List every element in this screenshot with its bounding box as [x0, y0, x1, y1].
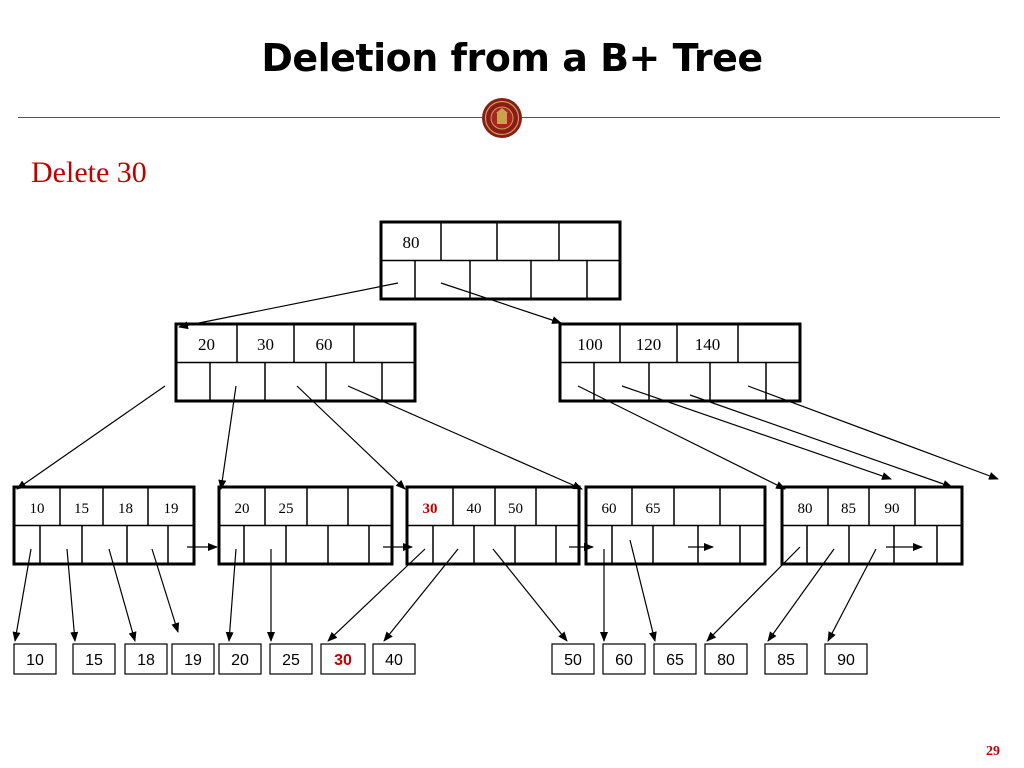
- node-key: 90: [885, 501, 900, 517]
- slide-subtitle: Delete 30: [31, 156, 147, 189]
- data-record: 10: [13, 643, 57, 675]
- data-record: 19: [171, 643, 215, 675]
- pointer-arrow: [66, 548, 79, 642]
- node-key: 19: [164, 501, 179, 517]
- record-box: [269, 643, 313, 675]
- record-box: [372, 643, 416, 675]
- data-record: 30: [320, 643, 366, 675]
- pointer-arrow: [747, 385, 999, 480]
- record-box: [704, 643, 748, 675]
- node-key: 18: [118, 501, 133, 517]
- record-value: 19: [184, 652, 202, 669]
- record-box: [218, 643, 262, 675]
- internal-node-2: 100 120 140: [558, 322, 802, 403]
- slide-title: Deletion from a B+ Tree: [261, 36, 763, 80]
- node-key: 20: [235, 501, 250, 517]
- pointer-arrow: [218, 385, 237, 490]
- data-record: 25: [269, 643, 313, 675]
- node-key: 60: [602, 501, 617, 517]
- record-value: 50: [564, 652, 582, 669]
- record-box: [320, 643, 366, 675]
- record-value: 90: [837, 652, 855, 669]
- record-value: 65: [666, 652, 684, 669]
- record-box: [602, 643, 646, 675]
- pointer-arrow: [383, 548, 459, 642]
- record-value: 20: [231, 652, 249, 669]
- pointer-arrow: [178, 282, 399, 330]
- data-record: 65: [653, 643, 697, 675]
- data-record: 50: [551, 643, 595, 675]
- record-box: [551, 643, 595, 675]
- record-box: [824, 643, 868, 675]
- data-record: 40: [372, 643, 416, 675]
- leaf-node-1: 10 15 18 19: [12, 485, 196, 566]
- record-value: 85: [777, 652, 795, 669]
- data-record: 60: [602, 643, 646, 675]
- pointer-arrow: [492, 548, 568, 642]
- node-key: 50: [508, 501, 523, 517]
- node-key: 65: [646, 501, 661, 517]
- record-box: [653, 643, 697, 675]
- pointer-arrow: [225, 548, 237, 642]
- node-key: 100: [577, 335, 603, 354]
- record-box: [124, 643, 168, 675]
- pointer-arrow: [151, 548, 180, 633]
- pointer-arrow: [296, 385, 406, 490]
- pointer-arrow: [767, 548, 835, 642]
- record-value: 40: [385, 652, 403, 669]
- record-box: [171, 643, 215, 675]
- record-box: [13, 643, 57, 675]
- root-node: 80: [379, 220, 622, 301]
- record-value: 25: [282, 652, 300, 669]
- university-seal-icon: [482, 98, 522, 138]
- record-value: 30: [334, 652, 352, 669]
- record-box: [72, 643, 116, 675]
- pointer-arrow: [577, 385, 786, 490]
- node-key: 40: [467, 501, 482, 517]
- record-value: 18: [137, 652, 155, 669]
- pointer-arrow: [621, 385, 892, 480]
- node-key: 30: [257, 335, 274, 354]
- node-key: 80: [798, 501, 813, 517]
- node-key: 20: [198, 335, 215, 354]
- node-key: 30: [423, 501, 438, 517]
- record-value: 80: [717, 652, 735, 669]
- leaf-node-3: 30 40 50: [405, 485, 581, 566]
- node-key: 120: [636, 335, 662, 354]
- internal-node-1: 20 30 60: [174, 322, 417, 403]
- pointer-arrow: [706, 546, 801, 642]
- pointer-arrow: [108, 548, 137, 642]
- pointer-arrow: [327, 548, 426, 642]
- page-number: 29: [986, 744, 1000, 759]
- node-key: 10: [30, 501, 45, 517]
- data-record: 90: [824, 643, 868, 675]
- pointer-arrow: [629, 539, 657, 642]
- pointer-arrow: [827, 548, 877, 642]
- data-record: 85: [764, 643, 808, 675]
- data-record: 18: [124, 643, 168, 675]
- leaf-node-4: 60 65: [584, 485, 767, 566]
- data-record: 15: [72, 643, 116, 675]
- node-key: 25: [279, 501, 294, 517]
- pointer-arrow: [689, 394, 953, 488]
- record-value: 60: [615, 652, 633, 669]
- node-key: 15: [74, 501, 89, 517]
- data-record: 80: [704, 643, 748, 675]
- data-record: 20: [218, 643, 262, 675]
- record-value: 15: [85, 652, 103, 669]
- node-key: 85: [841, 501, 856, 517]
- record-value: 10: [26, 652, 44, 669]
- node-key: 80: [403, 233, 420, 252]
- node-key: 60: [316, 335, 333, 354]
- node-key: 140: [695, 335, 721, 354]
- pointer-arrow: [12, 548, 32, 642]
- pointer-arrow: [440, 282, 562, 324]
- pointer-arrow: [16, 385, 166, 490]
- record-box: [764, 643, 808, 675]
- pointer-arrow: [347, 385, 583, 490]
- leaf-node-5: 80 85 90: [780, 485, 964, 566]
